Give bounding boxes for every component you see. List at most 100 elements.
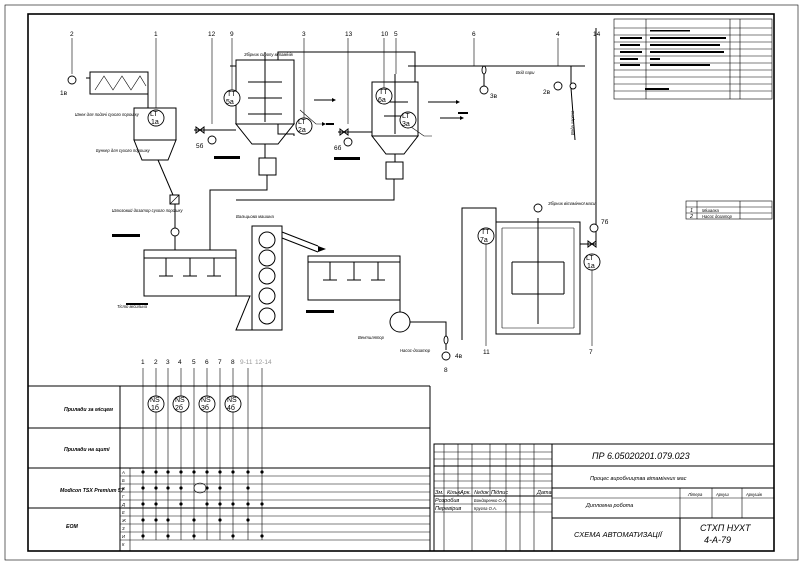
bus-letter: К bbox=[122, 542, 125, 547]
pipe-label: 14 bbox=[593, 31, 601, 38]
spec-row-1-pos: 1 bbox=[690, 208, 693, 214]
bunker-caption: Бункер для сухого порошку bbox=[96, 148, 151, 153]
motor-label: 2в bbox=[543, 89, 551, 96]
panel-device-id: NS bbox=[175, 397, 185, 404]
row-panel: Прилади на щиті bbox=[64, 447, 110, 453]
control-table: Прилади за місцем Прилади на щиті Modico… bbox=[28, 359, 431, 551]
instrument-bubbles: LT 1а TT 5а LT 2а TT 6а LT 3а TT 7а LT 1… bbox=[147, 87, 601, 271]
spec-row-2-name: Насос дозатор bbox=[702, 214, 733, 219]
spec-row-1-name: Мішалка bbox=[702, 208, 720, 213]
pipe-label: 11 bbox=[483, 349, 490, 356]
fan: Вентилятор bbox=[358, 311, 411, 340]
tank-3: Збірник вітамінної маси bbox=[495, 201, 596, 335]
instrument-id: TT bbox=[481, 229, 490, 236]
bus-letter: В bbox=[122, 486, 125, 491]
bus-letter: З bbox=[122, 526, 125, 531]
instrument-num: 7а bbox=[480, 237, 488, 244]
panel-device-id: NS bbox=[227, 397, 237, 404]
bus-letter: Б bbox=[122, 478, 125, 483]
instrument-num: 5а bbox=[226, 99, 234, 106]
pipe-label: 1 bbox=[154, 31, 158, 38]
tb-col: Арк. bbox=[459, 490, 471, 496]
panel-device-id: NS bbox=[201, 397, 211, 404]
motor-label: 1в bbox=[60, 90, 68, 97]
instrument-id: LT bbox=[402, 113, 410, 120]
bus-letter: Д bbox=[121, 502, 125, 507]
tb-col: Зм. bbox=[435, 490, 444, 496]
water-caption: Вода гаряча bbox=[570, 110, 575, 135]
sheet-title: СХЕМА АВТОМАТИЗАЦІЇ bbox=[574, 530, 663, 539]
pipe-label: 9 bbox=[230, 31, 234, 38]
row-controller: Modicon TSX Premium 57 bbox=[60, 488, 125, 494]
kneading-machine-2 bbox=[306, 255, 401, 313]
tb-col: Дата bbox=[536, 490, 552, 496]
bunker: Бункер для сухого порошку bbox=[96, 94, 177, 196]
bus-letter: Е bbox=[122, 510, 125, 515]
motor-label: 3в bbox=[490, 93, 498, 100]
pipe-label: 6 bbox=[472, 31, 476, 38]
instrument-id: TT bbox=[379, 89, 388, 96]
bus-letter: И bbox=[122, 534, 125, 539]
stage-label: Літера bbox=[687, 492, 703, 497]
panel-device-num: 1б bbox=[151, 404, 159, 412]
pump-caption: Насос-дозатор bbox=[400, 348, 431, 353]
org-name: СТХП НУХТ bbox=[700, 523, 752, 533]
pipe-label: 8 bbox=[444, 367, 448, 374]
tb-name: Бондаренко О.А. bbox=[474, 498, 507, 503]
pipe-label: 5 bbox=[394, 31, 398, 38]
gate-caption: Шлюзовий дозатор сухого порошку bbox=[112, 208, 183, 213]
instrument-num: 1а bbox=[151, 119, 159, 126]
line-number: 2 bbox=[154, 359, 158, 366]
panel-device-num: 2б bbox=[175, 404, 183, 412]
tb-col: №док bbox=[474, 490, 489, 496]
inner-frame bbox=[27, 13, 775, 552]
outer-frame bbox=[4, 4, 799, 561]
title-block: Зм. Кільк. Арк. №док Підпис Дата Розроби… bbox=[433, 443, 775, 552]
instrument-num: 1а bbox=[587, 263, 595, 270]
line-number: 8 bbox=[231, 359, 235, 366]
motor-label: 7б bbox=[601, 218, 609, 226]
instrument-num: 3а bbox=[402, 121, 410, 128]
pipe-numbers: 2 1 12 9 3 13 10 5 6 4 14 11 7 8 bbox=[70, 31, 601, 374]
tank3-caption: Збірник вітамінної маси bbox=[548, 201, 596, 206]
pipe-label: 2 bbox=[70, 31, 74, 38]
panel-device-num: 3б bbox=[201, 404, 209, 412]
line-number: 7 bbox=[218, 359, 222, 366]
line-number: 4 bbox=[178, 359, 182, 366]
kneading-machine-1: Тісто місильна bbox=[112, 234, 237, 309]
line-number: 6 bbox=[205, 359, 209, 366]
tank-2 bbox=[370, 74, 420, 180]
bus-letter: Г bbox=[122, 494, 125, 499]
feeder-caption: Шнек для подачі сухого порошку bbox=[75, 112, 140, 117]
pipe-label: 4 bbox=[556, 31, 560, 38]
bus-letter: A bbox=[121, 470, 125, 475]
tb-col: Кільк. bbox=[447, 490, 462, 496]
panel-device-id: NS bbox=[150, 397, 160, 404]
motors: 1в 5б 6б 3в Вхід пари 2в Вода гаряча 4в … bbox=[60, 65, 609, 361]
screw-feeder: Шнек для подачі сухого порошку bbox=[75, 71, 149, 117]
line-number: 12-14 bbox=[255, 359, 272, 366]
doc-subject: Процес виробництва вітамінних мас bbox=[590, 476, 687, 482]
pipe-label: 3 bbox=[302, 31, 306, 38]
line-number: 9-11 bbox=[240, 359, 253, 366]
steam-caption: Вхід пари bbox=[516, 70, 535, 75]
tank1-caption: Збірник сиропу вітамінів bbox=[244, 52, 294, 57]
spec-row-2-pos: 2 bbox=[689, 214, 693, 220]
line-number: 3 bbox=[166, 359, 170, 366]
motor-label: 5б bbox=[196, 142, 204, 150]
instrument-id: LT bbox=[586, 255, 594, 262]
fan-caption: Вентилятор bbox=[358, 335, 385, 340]
tb-col: Підпис bbox=[491, 490, 508, 496]
tank-1: Збірник сиропу вітамінів bbox=[230, 52, 296, 176]
pipelines bbox=[71, 28, 597, 350]
tb-row: Розробив bbox=[435, 498, 459, 504]
motor-label: 4в bbox=[455, 353, 463, 360]
panel-device-num: 4б bbox=[227, 404, 235, 412]
org-code: 4-А-79 bbox=[704, 535, 731, 545]
tb-row: Перевірив bbox=[435, 506, 461, 512]
instrument-num: 2а bbox=[298, 127, 306, 134]
bus-letter: Ж bbox=[121, 518, 127, 523]
pipe-label: 10 bbox=[381, 31, 389, 38]
row-shop: Прилади за місцем bbox=[64, 407, 113, 413]
